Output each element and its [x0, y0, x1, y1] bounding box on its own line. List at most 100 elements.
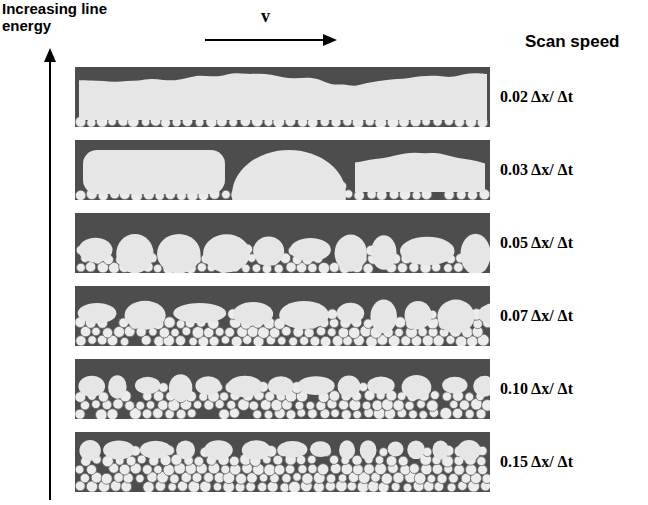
powder-particle [229, 456, 239, 466]
powder-particle [249, 401, 258, 410]
powder-particle [298, 465, 307, 474]
speed-value: 0.07 Δx/ Δt [500, 307, 573, 325]
powder-particle [278, 337, 286, 345]
powder-particle [353, 464, 364, 475]
simulation-panel [75, 359, 496, 421]
melt-ball [339, 440, 355, 460]
melt-ball [103, 440, 134, 459]
powder-particle [459, 400, 469, 410]
powder-particle [164, 317, 175, 328]
panel-content [75, 440, 490, 492]
powder-particle [75, 409, 85, 419]
powder-particle [375, 456, 383, 464]
melt-ball [169, 374, 192, 401]
powder-particle [154, 264, 162, 272]
panel-content [75, 73, 487, 127]
powder-particle [142, 409, 152, 419]
powder-particle [437, 474, 447, 484]
powder-particle [136, 401, 145, 410]
melt-ball [232, 150, 346, 200]
powder-particle [75, 190, 85, 200]
powder-particle [231, 336, 242, 346]
powder-particle [318, 262, 329, 273]
powder-particle [103, 328, 113, 338]
powder-particle [465, 393, 474, 402]
powder-particle [331, 409, 339, 417]
melt-ball [140, 441, 172, 459]
powder-particle [466, 464, 477, 475]
panel-ground [75, 67, 490, 127]
powder-particle [220, 392, 229, 401]
powder-particle [143, 482, 154, 492]
powder-particle [400, 465, 410, 475]
powder-particle [454, 263, 464, 273]
speed-value: 0.15 Δx/ Δt [500, 453, 573, 471]
panel-ground [75, 286, 490, 346]
powder-particle [364, 464, 375, 475]
melt-ball [78, 303, 117, 323]
powder-particle [440, 407, 452, 419]
powder-particle [398, 263, 408, 273]
melt-ball [460, 234, 490, 273]
melt-ball [360, 440, 377, 460]
powder-particle [302, 473, 313, 484]
powder-particle [75, 465, 84, 474]
powder-particle [194, 457, 204, 467]
powder-particle [286, 410, 296, 419]
melt-ball [173, 303, 226, 323]
powder-particle [310, 336, 320, 346]
powder-particle [114, 326, 125, 337]
melt-ball [195, 376, 221, 395]
melt-ball [268, 376, 294, 395]
melt-ball [79, 238, 113, 263]
simulation-panel [75, 432, 492, 493]
powder-particle [176, 409, 186, 419]
melt-ball [371, 235, 396, 269]
melt-ball [203, 234, 250, 272]
powder-particle [454, 465, 465, 476]
column-title: Scan speed [525, 32, 620, 52]
powder-particle [317, 464, 328, 475]
powder-particle [168, 483, 176, 491]
powder-particle [136, 474, 144, 482]
melt-ball [135, 377, 160, 394]
panel-group [75, 67, 528, 493]
powder-particle [330, 463, 341, 474]
powder-particle [381, 473, 392, 484]
powder-particle [107, 409, 118, 419]
powder-particle [289, 337, 298, 346]
powder-particle [77, 263, 86, 272]
powder-particle [176, 336, 186, 346]
powder-particle [246, 482, 256, 492]
melt-ball [402, 375, 432, 400]
powder-particle [442, 392, 451, 401]
powder-particle [219, 409, 230, 419]
melt-ball [400, 237, 454, 266]
powder-particle [253, 410, 262, 419]
powder-particle [142, 465, 152, 475]
powder-particle [430, 391, 439, 400]
melt-ball [457, 440, 480, 461]
powder-particle [405, 401, 414, 410]
powder-particle [386, 456, 397, 467]
melt-ball [478, 302, 490, 327]
powder-particle [329, 391, 340, 402]
powder-particle [267, 481, 278, 492]
powder-particle [274, 465, 285, 476]
melt-ball [157, 234, 200, 273]
powder-particle [120, 337, 129, 346]
powder-particle [187, 409, 196, 418]
melt-ball [233, 302, 273, 326]
powder-particle [329, 318, 338, 327]
powder-particle [362, 401, 371, 410]
melt-ball [227, 376, 262, 397]
powder-particle [192, 327, 204, 339]
melt-ball [278, 441, 308, 458]
simulation-panel [75, 213, 491, 275]
melt-ball [78, 376, 105, 397]
powder-particle [338, 327, 349, 338]
powder-particle [353, 410, 362, 419]
powder-particle [427, 474, 435, 482]
powder-particle [92, 327, 101, 336]
